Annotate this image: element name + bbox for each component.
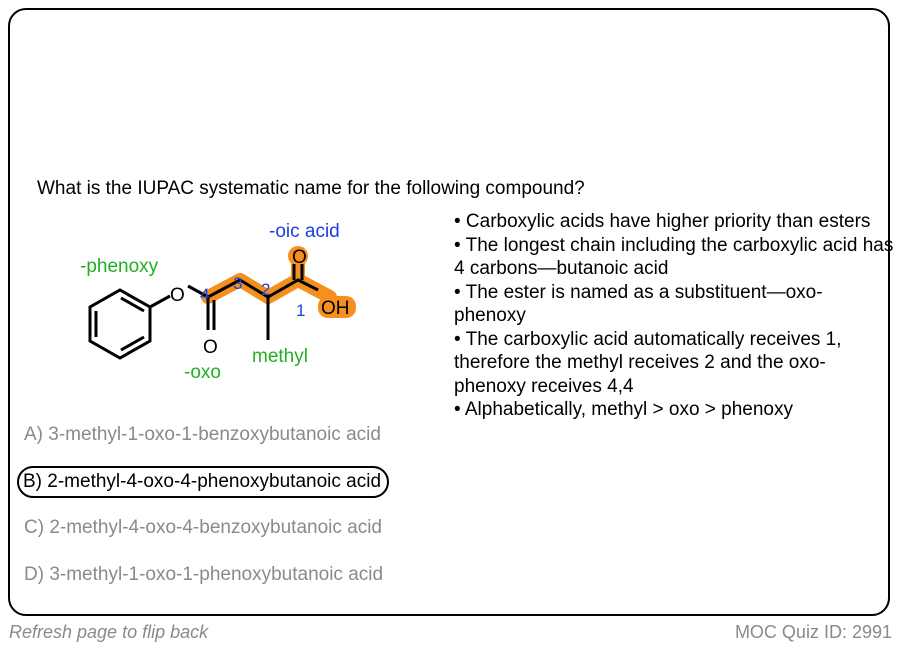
methyl-label: methyl	[252, 346, 308, 367]
skeleton-bonds	[149, 264, 319, 340]
question-text: What is the IUPAC systematic name for th…	[37, 178, 585, 199]
molecule-structure: O O O OH 1 2 3 4 -oic acid -phenoxy -oxo…	[80, 221, 356, 383]
oxo-label: -oxo	[184, 362, 221, 383]
locant-3: 3	[233, 274, 242, 293]
quiz-card[interactable]	[8, 8, 890, 616]
explanation-item: • The ester is named as a substituent—ox…	[454, 281, 823, 327]
locant-4: 4	[200, 285, 209, 304]
choice-b-selected[interactable]: B) 2-methyl-4-oxo-4-phenoxybutanoic acid	[17, 466, 390, 498]
quiz-id: MOC Quiz ID: 2991	[734, 622, 892, 642]
explanation-item: • Carboxylic acids have higher priority …	[454, 211, 871, 232]
ester-oxygen: O	[170, 285, 185, 306]
acid-carbonyl-oxygen: O	[292, 247, 307, 268]
ester-carbonyl-oxygen: O	[203, 337, 218, 358]
locant-1: 1	[296, 301, 305, 320]
explanation-list: • Carboxylic acids have higher priority …	[454, 210, 894, 422]
benzene-ring	[88, 288, 152, 360]
hydroxyl-label: OH	[321, 298, 350, 319]
explanation-item: • Alphabetically, methyl > oxo > phenoxy	[454, 399, 794, 420]
choice-c[interactable]: C) 2-methyl-4-oxo-4-benzoxybutanoic acid	[24, 517, 382, 538]
choice-d[interactable]: D) 3-methyl-1-oxo-1-phenoxybutanoic acid	[24, 564, 384, 585]
explanation-item: • The carboxylic acid automatically rece…	[454, 328, 842, 397]
oic-acid-label: -oic acid	[269, 221, 340, 242]
explanation-item: • The longest chain including the carbox…	[454, 234, 894, 280]
phenoxy-label: -phenoxy	[80, 256, 159, 277]
flip-back-hint: Refresh page to flip back	[9, 622, 209, 642]
locant-2: 2	[261, 280, 270, 299]
choice-a[interactable]: A) 3-methyl-1-oxo-1-benzoxybutanoic acid	[24, 424, 381, 445]
